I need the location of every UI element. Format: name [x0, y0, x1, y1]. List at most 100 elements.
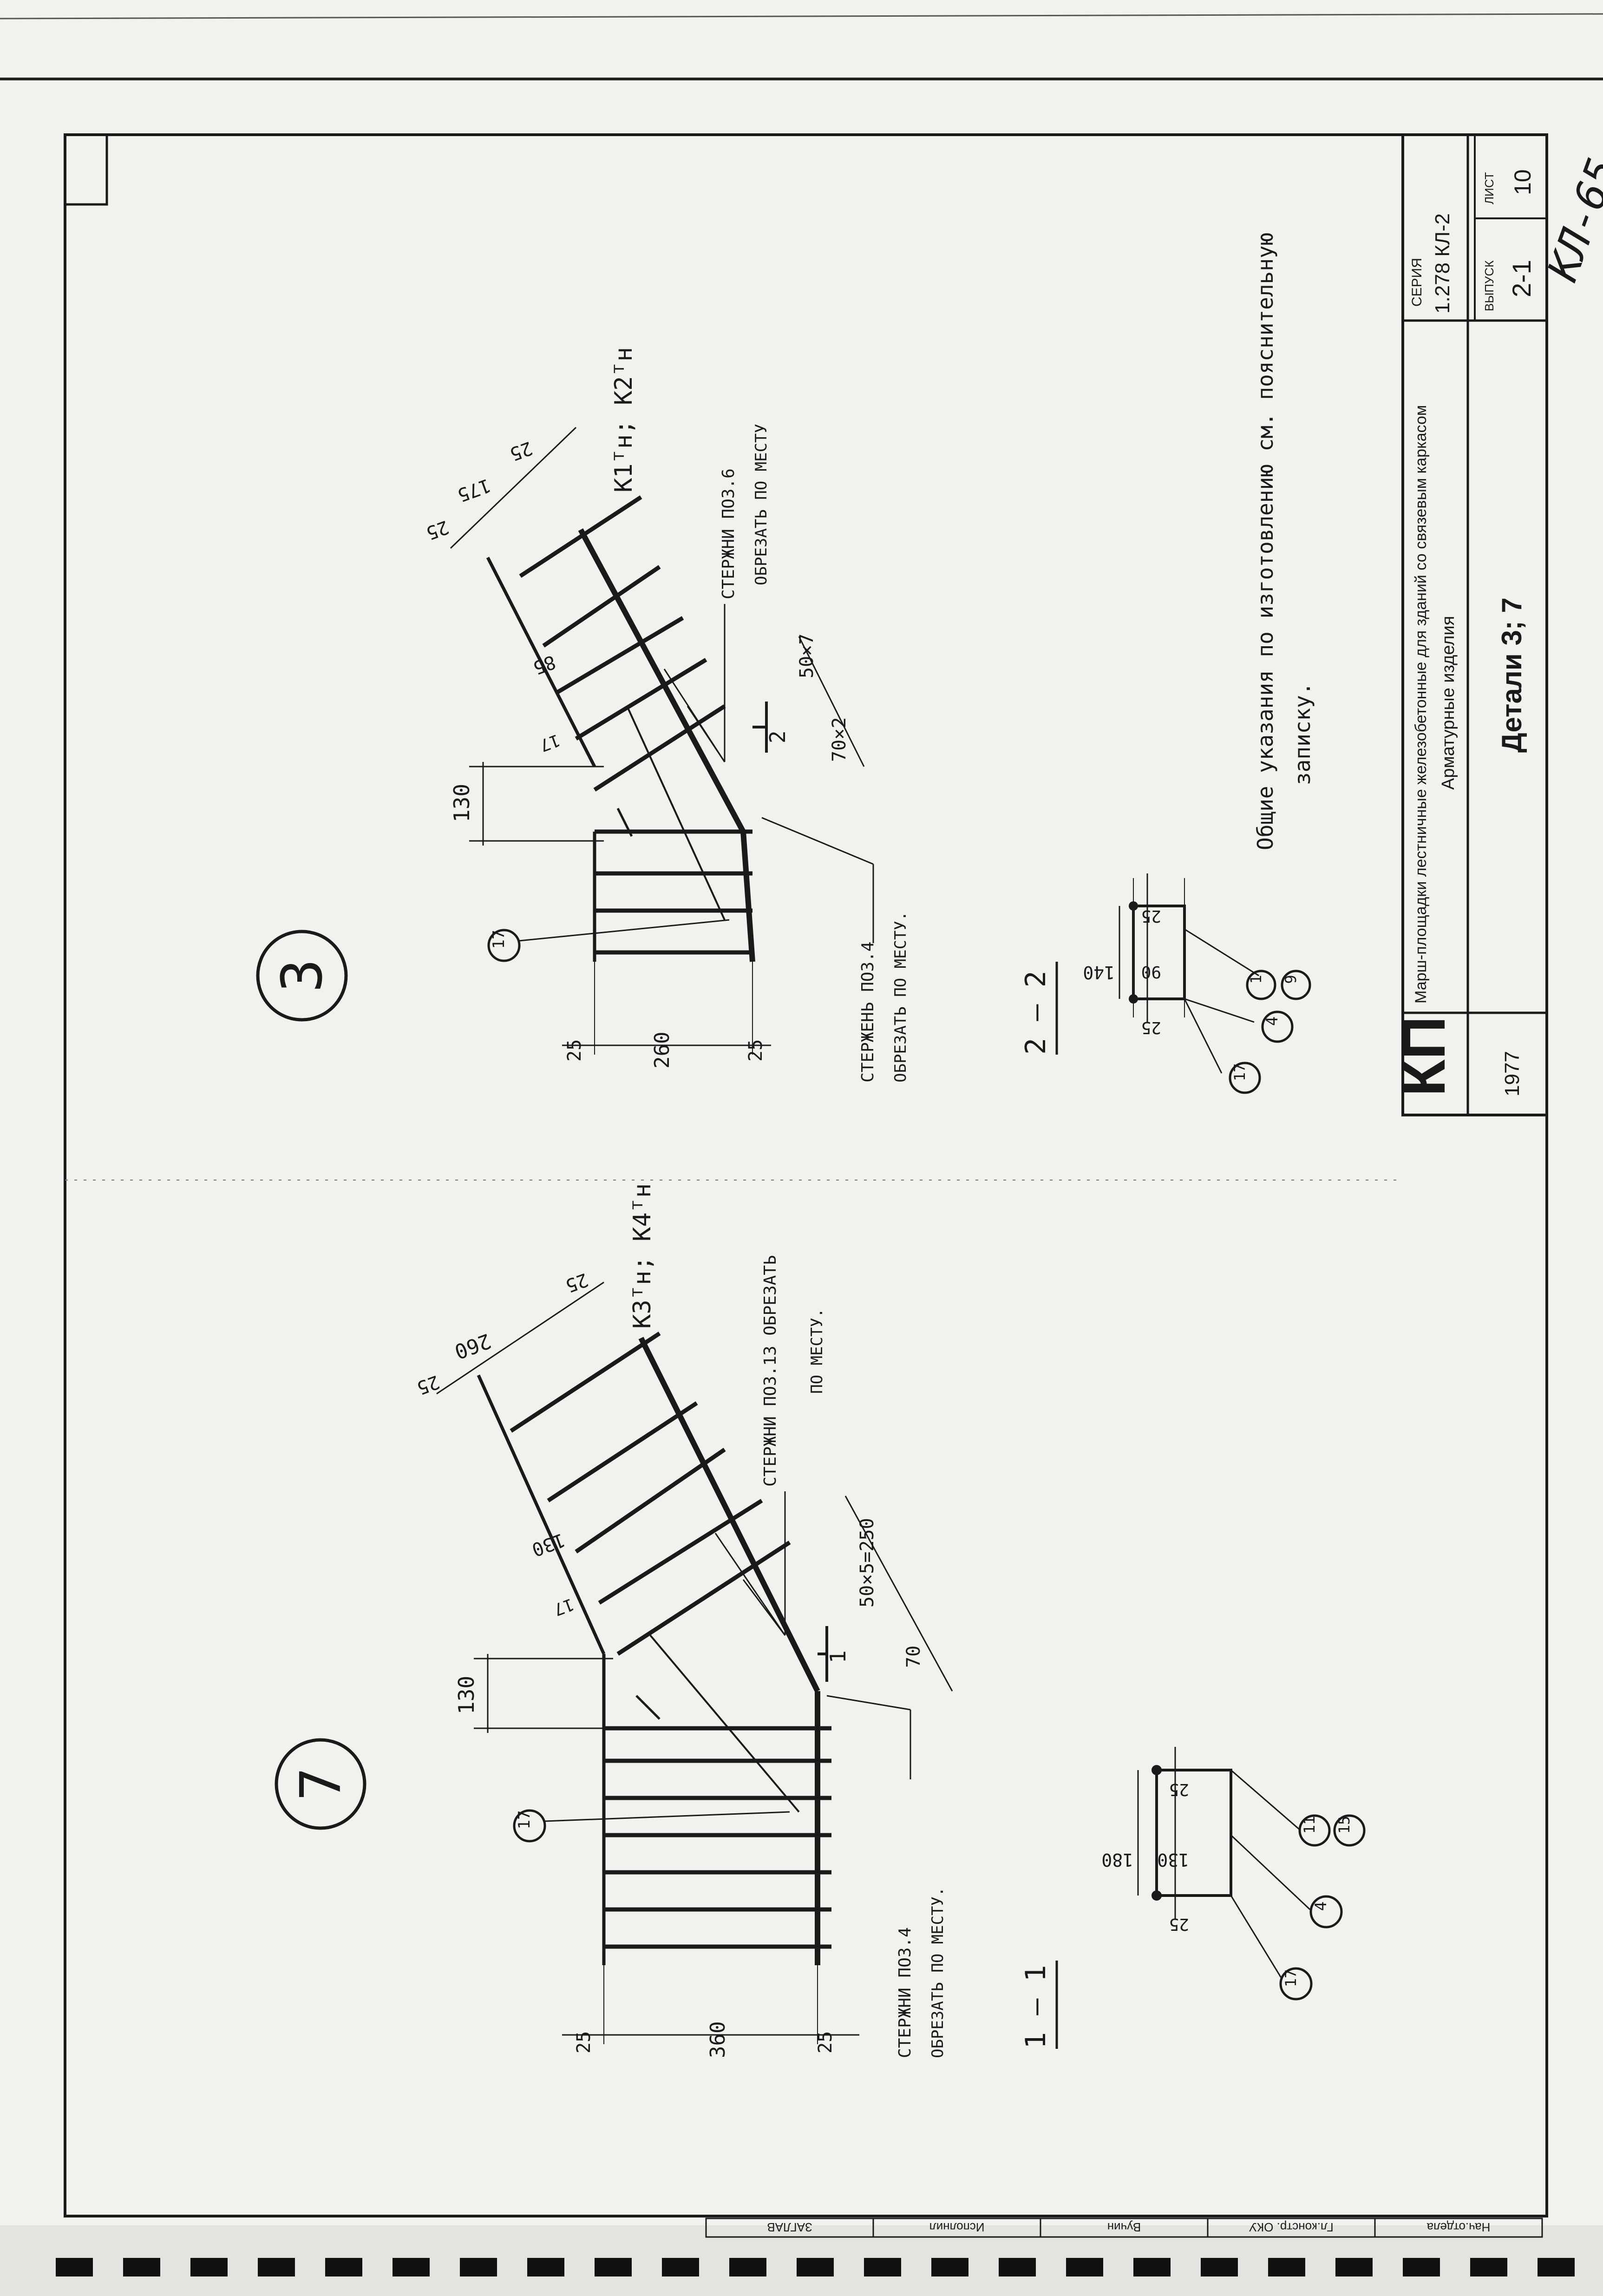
detail-7-cut-label: 1 — [825, 1650, 851, 1663]
detail-3-number: 3 — [270, 959, 335, 992]
margin-dash — [1470, 2258, 1507, 2276]
margin-dash — [460, 2258, 497, 2276]
margin-dash — [595, 2258, 632, 2276]
title-description: Марш-площадки лестничные железобетонные … — [1412, 405, 1430, 1004]
detail-7-number: 7 — [289, 1767, 353, 1801]
margin-dash — [1066, 2258, 1103, 2276]
detail-7-marker — [275, 1738, 366, 1830]
detail-3-callout-17: 17 — [490, 930, 508, 949]
detail-7-dim-360: 360 — [706, 2021, 730, 2058]
margin-dash — [729, 2258, 766, 2276]
detail-7-note-rod-cut: ОБРЕЗАТЬ ПО МЕСТУ. — [929, 1887, 947, 2058]
margin-stamp: ЗАГЛАВ Исполнил Вучин Гл.констр. ОКУ Нач… — [705, 2217, 1543, 2238]
title-block: КП Марш-площадки лестничные железобетонн… — [1390, 133, 1548, 1116]
margin-dash — [527, 2258, 564, 2276]
stamp-cell-2: Исполнил — [929, 2220, 985, 2234]
title-subtitle: Арматурные изделия — [1439, 616, 1458, 790]
title-drawing-name: Детали 3; 7 — [1496, 597, 1527, 753]
section-2-dim-25a: 25 — [1141, 1018, 1161, 1037]
detail-3-note-rods-cut: ОБРЕЗАТЬ ПО МЕСТУ — [752, 424, 771, 585]
section-2-2: 2 — 2 25 90 25 140 17 4 1 9 — [1020, 873, 1311, 1094]
margin-dash — [662, 2258, 699, 2276]
title-logo: КП — [1390, 1016, 1458, 1096]
drawing-frame — [64, 133, 1548, 2217]
detail-7-note-rods: СТЕРЖНИ ПОЗ.13 ОБРЕЗАТЬ — [761, 1255, 780, 1487]
margin-dash — [393, 2258, 430, 2276]
detail-3-note-rod: СТЕРЖЕНЬ ПОЗ.4 — [858, 942, 877, 1082]
margin-dash — [1201, 2258, 1238, 2276]
detail-3-cut-label: 2 — [765, 730, 790, 743]
section-1-callout-4: 4 — [1312, 1902, 1330, 1911]
margin-dash — [190, 2258, 228, 2276]
section-2-dim-140: 140 — [1083, 962, 1115, 983]
section-1-callout-17: 17 — [1282, 1969, 1300, 1988]
series-value: 1.278 КЛ-2 — [1431, 213, 1454, 314]
detail-3: 3 К1ᵀн; К2ᵀн 25 175 25 85 17 2 — [256, 347, 910, 1082]
detail-3-dim-left-25b: 25 — [745, 1039, 766, 1062]
sheet-value: 10 — [1510, 169, 1536, 195]
margin-dash — [1538, 2258, 1575, 2276]
detail-3-transverse-bars — [519, 495, 752, 955]
detail-7-callout-17: 17 — [515, 1811, 534, 1830]
general-note-line-1: Общие указания по изготовлению см. поясн… — [1253, 233, 1278, 850]
margin-dash — [1335, 2258, 1373, 2276]
issue-label: ВЫПУСК — [1482, 261, 1496, 311]
detail-3-note-rod-cut: ОБРЕЗАТЬ ПО МЕСТУ. — [891, 912, 910, 1082]
detail-7-dim-left-25a: 25 — [573, 2031, 595, 2053]
section-1-dim-25a: 25 — [1169, 1915, 1189, 1934]
detail-3-dim-left-25a: 25 — [564, 1039, 585, 1062]
detail-3-note-rods: СТЕРЖНИ ПОЗ.6 — [719, 468, 738, 599]
margin-dash — [258, 2258, 295, 2276]
section-2-callout-17: 17 — [1231, 1063, 1249, 1082]
margin-dash — [123, 2258, 160, 2276]
section-2-callout-9: 9 — [1282, 975, 1300, 984]
margin-dash — [864, 2258, 901, 2276]
section-1-title: 1 — 1 — [1020, 1965, 1052, 2049]
detail-7-note-rod: СТЕРЖНИ ПОЗ.4 — [896, 1927, 915, 2058]
margin-dash — [931, 2258, 968, 2276]
issue-value: 2-1 — [1507, 260, 1536, 297]
detail-7-bar-label: К3ᵀн; К4ᵀн — [628, 1183, 656, 1329]
section-1-dim-180: 180 — [1101, 1850, 1133, 1870]
detail-7-main-bar — [638, 1337, 820, 1692]
section-1-callout-15: 15 — [1335, 1816, 1353, 1834]
section-2-callout-4: 4 — [1263, 1017, 1282, 1026]
margin-dash — [999, 2258, 1036, 2276]
detail-3-dim-260: 260 — [650, 1032, 674, 1069]
section-1-callout-11: 11 — [1301, 1816, 1318, 1834]
stamp-cell-5: Нач.отдела — [1426, 2220, 1490, 2234]
section-2-callout-1: 1 — [1247, 975, 1265, 984]
margin-dash — [56, 2258, 93, 2276]
detail-3-bar-label: К1ᵀн; К2ᵀн — [610, 347, 638, 492]
detail-3-dim-70x2: 70×2 — [829, 717, 850, 762]
sheet-label: ЛИСТ — [1482, 172, 1496, 204]
section-2-dim-90: 90 — [1141, 962, 1161, 981]
series-label: СЕРИЯ — [1409, 258, 1425, 307]
margin-dashes — [56, 2258, 1575, 2276]
detail-7-dim-50x5: 50×5=250 — [857, 1518, 878, 1607]
margin-dash — [1268, 2258, 1305, 2276]
detail-7-dim-130: 130 — [454, 1676, 479, 1714]
detail-7-note-rods-cut: ПО МЕСТУ. — [808, 1308, 826, 1394]
stamp-cell-4: Гл.констр. ОКУ — [1249, 2220, 1334, 2234]
frame-corner-box — [64, 133, 108, 206]
section-2-title: 2 — 2 — [1020, 971, 1052, 1055]
detail-7-dim-left-25b: 25 — [815, 2031, 836, 2053]
detail-3-dim-50x7: 50×7 — [796, 634, 818, 678]
margin-dash — [325, 2258, 362, 2276]
section-1-1: 1 — 1 25 130 25 180 17 4 11 15 — [1020, 1747, 1366, 2049]
margin-dash — [1403, 2258, 1440, 2276]
detail-3-main-bar — [578, 528, 746, 833]
title-year: 1977 — [1501, 1051, 1524, 1096]
detail-7-dim-70: 70 — [903, 1646, 924, 1668]
section-1-dim-25b: 25 — [1169, 1780, 1189, 1799]
margin-dash — [1133, 2258, 1171, 2276]
detail-7: 7 К3ᵀн; К4ᵀн 25 260 25 130 17 1 — [275, 1183, 953, 2058]
detail-3-dim-130: 130 — [449, 784, 474, 822]
stamp-cell-1: ЗАГЛАВ — [767, 2220, 812, 2234]
detail-3-marker — [256, 930, 348, 1022]
detail-7-transverse-bars — [510, 1332, 831, 1949]
general-note-line-2: записку. — [1290, 682, 1315, 785]
margin-dash — [797, 2258, 834, 2276]
